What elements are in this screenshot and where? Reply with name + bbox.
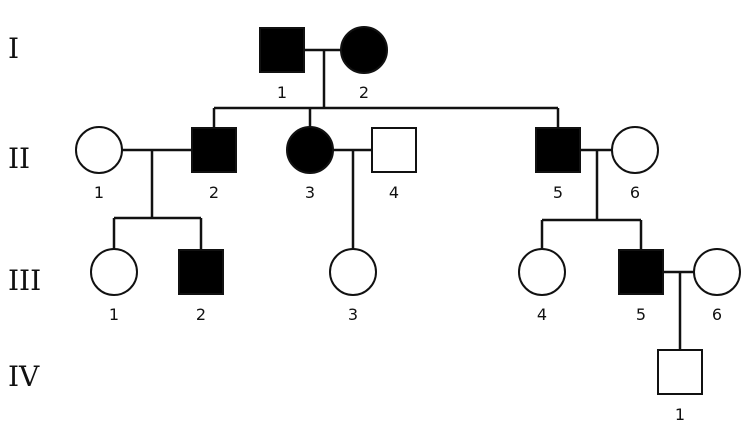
unaffected-female-circle-ii-1 <box>75 126 123 174</box>
generation-label-ii: II <box>8 142 30 175</box>
individual-ii-6-label: 6 <box>630 183 640 202</box>
individual-i-1-label: 1 <box>277 83 287 102</box>
individual-iii-6-label: 6 <box>712 305 722 324</box>
unaffected-female-circle-iii-3 <box>329 248 377 296</box>
individual-iv-1-label: 1 <box>675 405 685 424</box>
individual-iii-1-label: 1 <box>109 305 119 324</box>
individual-ii-4-label: 4 <box>389 183 399 202</box>
individual-ii-3-label: 3 <box>305 183 315 202</box>
generation-label-iv: IV <box>8 360 40 393</box>
unaffected-female-circle-iii-6 <box>693 248 741 296</box>
affected-male-square-iii-2 <box>178 249 224 295</box>
individual-iii-3-label: 3 <box>348 305 358 324</box>
individual-ii-2-label: 2 <box>209 183 219 202</box>
affected-male-square-ii-2 <box>191 127 237 173</box>
individual-iii-5-label: 5 <box>636 305 646 324</box>
affected-female-circle-ii-3 <box>286 126 334 174</box>
unaffected-male-square-iv-1 <box>657 349 703 395</box>
individual-ii-1-label: 1 <box>94 183 104 202</box>
affected-female-circle-i-2 <box>340 26 388 74</box>
unaffected-female-circle-ii-6 <box>611 126 659 174</box>
individual-ii-5-label: 5 <box>553 183 563 202</box>
affected-male-square-i-1 <box>259 27 305 73</box>
unaffected-female-circle-iii-1 <box>90 248 138 296</box>
individual-iii-2-label: 2 <box>196 305 206 324</box>
generation-label-i: I <box>8 32 19 65</box>
individual-i-2-label: 2 <box>359 83 369 102</box>
affected-male-square-iii-5 <box>618 249 664 295</box>
unaffected-male-square-ii-4 <box>371 127 417 173</box>
individual-iii-4-label: 4 <box>537 305 547 324</box>
generation-label-iii: III <box>8 264 41 297</box>
affected-male-square-ii-5 <box>535 127 581 173</box>
unaffected-female-circle-iii-4 <box>518 248 566 296</box>
